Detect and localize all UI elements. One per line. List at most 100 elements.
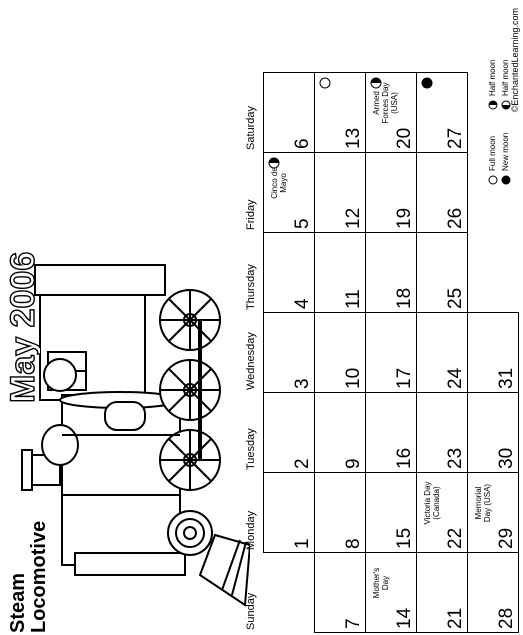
day-number: 14 bbox=[394, 607, 415, 629]
holiday-note: Victoria Day (Canada) bbox=[423, 481, 441, 525]
legend-half-moon-1: Half moon bbox=[488, 59, 497, 96]
subject-line-1: Steam bbox=[7, 572, 29, 633]
day-cell: 2 bbox=[263, 392, 315, 473]
holiday-note: Memorial Day (USA) bbox=[474, 483, 492, 523]
legend-full-moon: Full moon bbox=[488, 135, 497, 171]
day-cell: 6 bbox=[263, 72, 315, 153]
steam-locomotive-illustration bbox=[21, 264, 250, 607]
day-cell: 7 bbox=[314, 552, 366, 633]
day-cell: 1 bbox=[263, 472, 315, 553]
day-number: 29 bbox=[496, 527, 517, 549]
day-number: 26 bbox=[445, 207, 466, 229]
weekday-header: Saturday bbox=[243, 73, 263, 153]
half-moon-icon bbox=[501, 100, 511, 110]
day-cell: 4 bbox=[263, 232, 315, 313]
day-cell: 24 bbox=[416, 312, 468, 393]
day-number: 23 bbox=[445, 447, 466, 469]
weekday-header: Sunday bbox=[243, 553, 263, 633]
calendar-grid: Sunday Monday Tuesday Wednesday Thursday Frid… bbox=[243, 0, 523, 635]
month-title-text: May 2006 bbox=[4, 252, 40, 403]
day-cell: 9 bbox=[314, 392, 366, 473]
day-number: 1 bbox=[292, 538, 313, 549]
day-cell: 28 bbox=[467, 552, 519, 633]
weekday-label: Wednesday bbox=[245, 332, 257, 390]
day-number: 3 bbox=[292, 378, 313, 389]
day-cell: 15 bbox=[365, 472, 417, 553]
day-number: 17 bbox=[394, 367, 415, 389]
day-cell: 11 bbox=[314, 232, 366, 313]
legend-new-moon: New moon bbox=[501, 132, 510, 171]
day-cell: 13 bbox=[314, 72, 366, 153]
day-number: 11 bbox=[343, 289, 364, 309]
day-cell: 10 bbox=[314, 312, 366, 393]
day-number: 22 bbox=[445, 527, 466, 549]
half-moon-icon bbox=[488, 100, 498, 110]
day-number: 30 bbox=[496, 447, 517, 469]
weekday-label: Tuesday bbox=[245, 428, 257, 470]
day-number: 16 bbox=[394, 447, 415, 469]
day-number: 21 bbox=[445, 607, 466, 629]
day-number: 13 bbox=[343, 127, 364, 149]
day-number: 20 bbox=[394, 127, 415, 149]
day-number: 31 bbox=[496, 367, 517, 389]
day-cell: 23 bbox=[416, 392, 468, 473]
day-number: 28 bbox=[496, 607, 517, 629]
weekday-header: Tuesday bbox=[243, 393, 263, 473]
day-number: 27 bbox=[445, 127, 466, 149]
new-moon-icon bbox=[421, 77, 433, 89]
day-cell: 26 bbox=[416, 152, 468, 233]
day-number: 10 bbox=[343, 367, 364, 389]
day-cell: 18 bbox=[365, 232, 417, 313]
day-cell: 19 bbox=[365, 152, 417, 233]
day-number: 8 bbox=[343, 538, 364, 549]
day-cell: 12 bbox=[314, 152, 366, 233]
weekday-label: Monday bbox=[245, 510, 257, 550]
day-number: 25 bbox=[445, 287, 466, 309]
month-title: May 2006 bbox=[3, 251, 40, 403]
moon-legend: Full moon New moon Half moon Half moon bbox=[488, 25, 512, 185]
day-cell: 16 bbox=[365, 392, 417, 473]
day-cell: 30 bbox=[467, 392, 519, 473]
day-number: 15 bbox=[394, 527, 415, 549]
day-cell: 8 bbox=[314, 472, 366, 553]
copyright-credit: ©EnchantedLearning.com bbox=[510, 8, 520, 113]
legend-half-moon-2: Half moon bbox=[501, 59, 510, 96]
weekday-label: Saturday bbox=[245, 105, 257, 150]
subject-line-2: Locomotive bbox=[28, 520, 50, 633]
day-cell: 27 bbox=[416, 72, 468, 153]
day-number: 12 bbox=[343, 207, 364, 229]
day-number: 6 bbox=[292, 138, 313, 149]
weekday-label: Thursday bbox=[245, 264, 257, 310]
day-number: 4 bbox=[292, 298, 313, 309]
day-number: 5 bbox=[292, 218, 313, 229]
day-cell: 3 bbox=[263, 312, 315, 393]
day-number: 18 bbox=[394, 287, 415, 309]
new-moon-icon bbox=[501, 175, 511, 185]
full-moon-icon bbox=[488, 175, 498, 185]
weekday-header: Thursday bbox=[243, 233, 263, 313]
day-number: 2 bbox=[292, 458, 313, 469]
half-moon-icon bbox=[370, 77, 382, 89]
day-cell: 21 bbox=[416, 552, 468, 633]
weekday-label: Friday bbox=[245, 199, 257, 230]
day-number: 24 bbox=[445, 367, 466, 389]
day-cell: 25 bbox=[416, 232, 468, 313]
weekday-header: Monday bbox=[243, 473, 263, 553]
full-moon-icon bbox=[319, 77, 331, 89]
holiday-note: Mother's Day bbox=[372, 567, 390, 599]
weekday-header: Wednesday bbox=[243, 313, 263, 393]
half-moon-icon bbox=[268, 157, 280, 169]
day-cell: 17 bbox=[365, 312, 417, 393]
subject-title: Steam Locomotive bbox=[7, 473, 50, 633]
weekday-header: Friday bbox=[243, 153, 263, 233]
weekday-label: Sunday bbox=[245, 592, 257, 630]
day-number: 19 bbox=[394, 207, 415, 229]
day-number: 9 bbox=[343, 458, 364, 469]
day-number: 7 bbox=[343, 618, 364, 629]
